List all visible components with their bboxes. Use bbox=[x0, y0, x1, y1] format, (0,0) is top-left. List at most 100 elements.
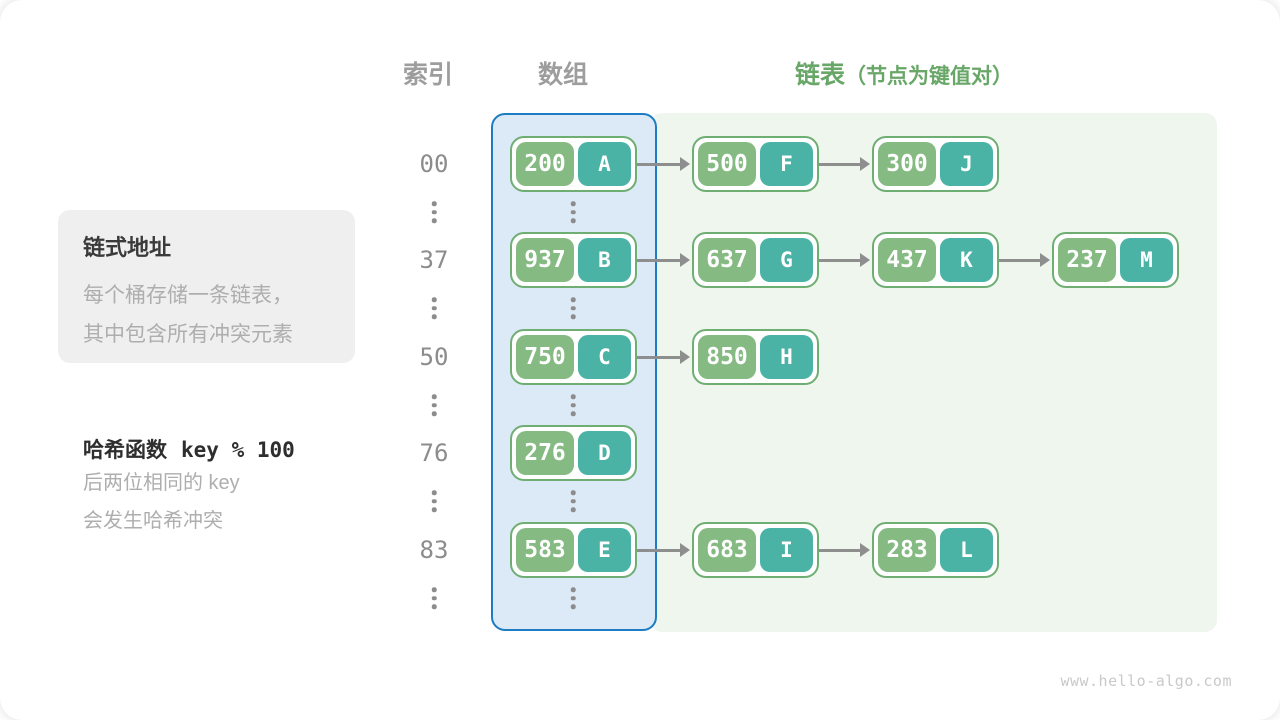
dot bbox=[431, 402, 437, 408]
dot bbox=[431, 209, 437, 215]
info-box-line: 其中包含所有冲突元素 bbox=[83, 323, 293, 346]
arrow-icon bbox=[999, 253, 1050, 267]
arrow-head bbox=[860, 253, 870, 267]
arrow-shaft bbox=[819, 162, 860, 166]
arrow-shaft bbox=[637, 355, 680, 359]
ellipsis-dots bbox=[431, 394, 437, 416]
info-box-title: 链式地址 bbox=[83, 235, 172, 260]
node-value: L bbox=[940, 528, 993, 572]
dot bbox=[570, 411, 576, 416]
node-value: E bbox=[578, 528, 631, 572]
dot bbox=[431, 490, 437, 495]
hash-note-line: 会发生哈希冲突 bbox=[83, 510, 223, 532]
header-list: 链表（节点为键值对） bbox=[795, 55, 1013, 91]
arrow-head bbox=[680, 543, 690, 557]
ellipsis-dots bbox=[570, 394, 576, 416]
dot bbox=[570, 490, 576, 495]
ellipsis-dots bbox=[570, 201, 576, 223]
header-list-note: （节点为键值对） bbox=[845, 65, 1014, 88]
ellipsis-dots bbox=[570, 490, 576, 512]
dot bbox=[570, 297, 576, 302]
dot bbox=[431, 498, 437, 504]
dot bbox=[431, 394, 437, 399]
arrow-icon bbox=[637, 157, 690, 171]
node-key: 283 bbox=[878, 528, 936, 572]
info-box-line: 每个桶存储一条链表， bbox=[83, 284, 293, 307]
index-label: 50 bbox=[419, 343, 449, 371]
header-index: 索引 bbox=[403, 61, 454, 89]
node-key: 300 bbox=[878, 142, 936, 186]
node-value: J bbox=[940, 142, 993, 186]
dot bbox=[431, 595, 437, 601]
node-value: C bbox=[578, 335, 631, 379]
node-value: F bbox=[760, 142, 813, 186]
ellipsis-dots bbox=[431, 490, 437, 512]
index-label: 76 bbox=[419, 439, 449, 467]
info-box: 链式地址 每个桶存储一条链表， 其中包含所有冲突元素 bbox=[58, 210, 355, 363]
arrow-head bbox=[860, 543, 870, 557]
node-value: H bbox=[760, 335, 813, 379]
node-key: 237 bbox=[1058, 238, 1116, 282]
arrow-shaft bbox=[637, 548, 680, 552]
dot bbox=[431, 507, 437, 512]
header-list-label: 链表 bbox=[795, 61, 846, 89]
node-value: A bbox=[578, 142, 631, 186]
node-key: 637 bbox=[698, 238, 756, 282]
arrow-icon bbox=[637, 350, 690, 364]
node-key: 437 bbox=[878, 238, 936, 282]
node-value: B bbox=[578, 238, 631, 282]
dot bbox=[431, 218, 437, 223]
node-key: 500 bbox=[698, 142, 756, 186]
dot bbox=[570, 507, 576, 512]
node-key: 750 bbox=[516, 335, 574, 379]
dot bbox=[570, 604, 576, 609]
arrow-head bbox=[680, 350, 690, 364]
dot bbox=[431, 604, 437, 609]
node-value: K bbox=[940, 238, 993, 282]
dot bbox=[570, 209, 576, 215]
dot bbox=[431, 587, 437, 592]
dot bbox=[570, 587, 576, 592]
arrow-shaft bbox=[637, 162, 680, 166]
arrow-icon bbox=[819, 157, 870, 171]
node-key: 937 bbox=[516, 238, 574, 282]
dot bbox=[431, 201, 437, 206]
ellipsis-dots bbox=[570, 297, 576, 319]
dot bbox=[570, 314, 576, 319]
arrow-shaft bbox=[819, 258, 860, 262]
arrow-head bbox=[860, 157, 870, 171]
ellipsis-dots bbox=[570, 587, 576, 609]
arrow-icon bbox=[819, 543, 870, 557]
arrow-icon bbox=[637, 253, 690, 267]
dot bbox=[431, 314, 437, 319]
node-key: 850 bbox=[698, 335, 756, 379]
index-label: 00 bbox=[419, 150, 449, 178]
node-key: 276 bbox=[516, 431, 574, 475]
dot bbox=[570, 394, 576, 399]
arrow-shaft bbox=[637, 258, 680, 262]
dot bbox=[570, 218, 576, 223]
dot bbox=[570, 201, 576, 206]
node-key: 583 bbox=[516, 528, 574, 572]
dot bbox=[431, 305, 437, 311]
footer-url: www.hello-algo.com bbox=[1060, 672, 1232, 690]
hash-function-formula: key % 100 bbox=[181, 438, 295, 462]
node-value: I bbox=[760, 528, 813, 572]
dot bbox=[570, 595, 576, 601]
arrow-shaft bbox=[819, 548, 860, 552]
node-value: D bbox=[578, 431, 631, 475]
index-label: 83 bbox=[419, 536, 449, 564]
